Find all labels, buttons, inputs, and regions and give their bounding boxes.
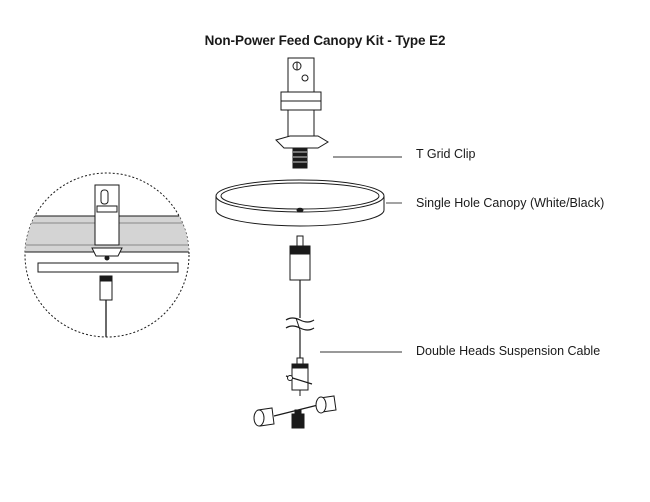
t-grid-clip [275, 57, 329, 169]
label-suspension-cable: Double Heads Suspension Cable [416, 344, 601, 358]
label-t-grid-clip: T Grid Clip [416, 147, 476, 161]
suspension-cable [285, 235, 315, 396]
detail-view [24, 172, 190, 338]
label-single-hole-canopy: Single Hole Canopy (White/Black) [416, 196, 605, 210]
detail-circle [24, 172, 190, 338]
ceiling-tile-strip [37, 262, 179, 273]
canopy [215, 179, 385, 227]
diagram-title: Non-Power Feed Canopy Kit - Type E2 [204, 33, 446, 48]
mounting-hardware [253, 395, 337, 429]
canopy-hole [296, 207, 304, 213]
